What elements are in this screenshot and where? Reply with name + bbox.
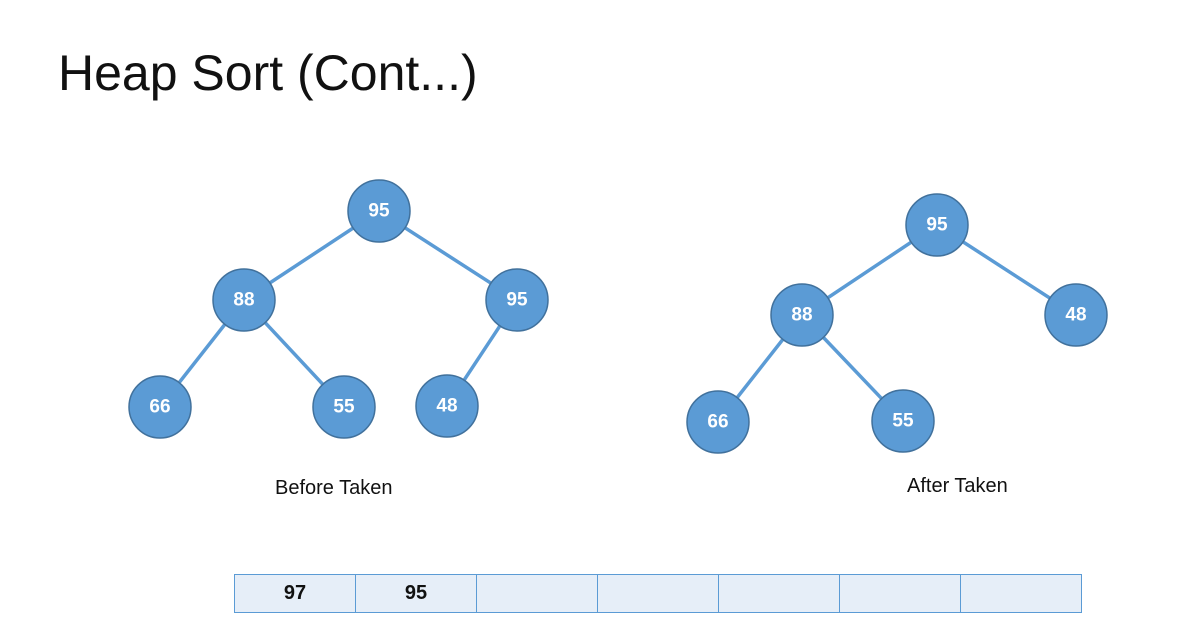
array-cell: [960, 574, 1082, 613]
tree-node: 55: [312, 375, 376, 439]
node-value: 88: [233, 290, 254, 311]
node-value: 55: [892, 411, 914, 432]
array-cell: 97: [234, 574, 356, 613]
array-cell: 95: [355, 574, 477, 613]
tree-node: 95: [905, 193, 969, 257]
after-tree: 95 88 48 66 55: [686, 193, 1108, 454]
tree-node: 55: [871, 389, 935, 453]
array-cell: [718, 574, 840, 613]
after-caption: After Taken: [907, 475, 1008, 497]
tree-node: 48: [415, 374, 479, 438]
tree-node: 88: [212, 268, 276, 332]
before-tree: 95 88 95 66 55 48: [128, 179, 549, 439]
node-value: 95: [926, 215, 948, 236]
tree-node: 48: [1044, 283, 1108, 347]
array-cell: [597, 574, 719, 613]
array-cell: [839, 574, 961, 613]
node-value: 95: [368, 201, 390, 222]
tree-node: 95: [347, 179, 411, 243]
page-title: Heap Sort (Cont...): [58, 45, 478, 101]
node-value: 88: [791, 305, 812, 326]
node-value: 66: [707, 412, 728, 433]
node-value: 66: [149, 397, 170, 418]
before-caption: Before Taken: [275, 477, 393, 499]
tree-node: 95: [485, 268, 549, 332]
array-cell: [476, 574, 598, 613]
tree-node: 88: [770, 283, 834, 347]
tree-node: 66: [686, 390, 750, 454]
node-value: 95: [506, 290, 528, 311]
node-value: 55: [333, 397, 355, 418]
node-value: 48: [1065, 305, 1086, 326]
array-row: 97 95: [234, 574, 1082, 613]
node-value: 48: [436, 396, 457, 417]
tree-node: 66: [128, 375, 192, 439]
sorted-array: 97 95: [234, 574, 1082, 613]
